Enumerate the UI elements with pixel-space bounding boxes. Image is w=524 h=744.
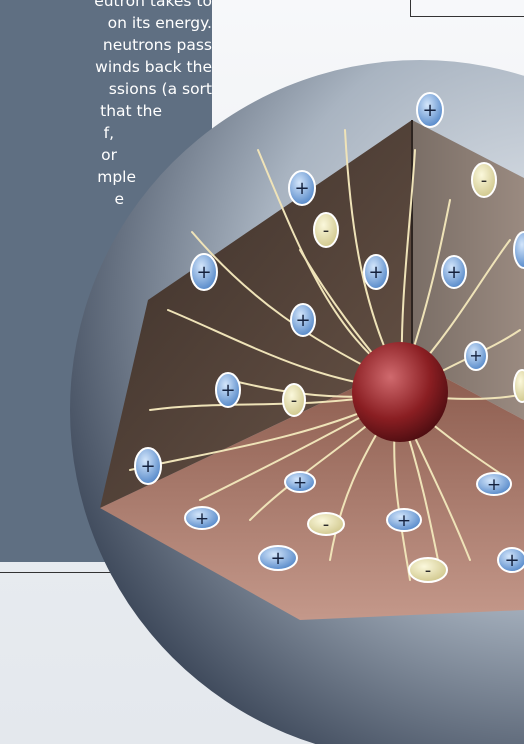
positive-charge: +	[285, 472, 315, 493]
positive-charge: +	[417, 93, 443, 127]
svg-text:+: +	[293, 473, 307, 493]
positive-charge: +	[498, 548, 524, 572]
positive-charge: +	[291, 304, 315, 336]
svg-text:+: +	[196, 262, 211, 283]
svg-text:+: +	[368, 262, 383, 283]
svg-text:-: -	[323, 220, 330, 241]
svg-text:+: +	[422, 100, 437, 121]
svg-text:-: -	[481, 170, 488, 191]
svg-text:+: +	[220, 380, 235, 401]
svg-text:+: +	[469, 346, 482, 365]
negative-charge	[514, 370, 524, 402]
negative-charge: -	[314, 213, 338, 247]
positive-charge: +	[135, 448, 161, 484]
positive-charge: +	[289, 171, 315, 205]
positive-charge: +	[191, 254, 217, 290]
negative-charge: -	[409, 558, 447, 582]
svg-text:+: +	[446, 262, 461, 283]
svg-text:+: +	[140, 456, 155, 477]
svg-text:+: +	[397, 511, 411, 531]
positive-charge: +	[442, 256, 466, 288]
positive-charge: +	[185, 507, 219, 529]
positive-charge: +	[387, 509, 421, 531]
positive-charge: +	[465, 342, 487, 370]
svg-text:+: +	[295, 310, 310, 331]
svg-text:-: -	[425, 560, 432, 581]
svg-text:+: +	[294, 178, 309, 199]
negative-charge: -	[283, 384, 305, 416]
positive-charge: +	[259, 546, 297, 570]
positive-charge: +	[216, 373, 240, 407]
svg-text:+: +	[195, 509, 209, 529]
negative-charge: -	[308, 513, 344, 535]
svg-text:-: -	[323, 514, 330, 535]
nucleus	[352, 342, 448, 442]
svg-text:+: +	[270, 548, 285, 569]
svg-text:-: -	[291, 390, 298, 411]
svg-text:+: +	[487, 475, 501, 495]
svg-text:+: +	[504, 550, 519, 571]
positive-charge: +	[477, 473, 511, 495]
negative-charge: -	[472, 163, 496, 197]
positive-charge: +	[364, 255, 388, 289]
